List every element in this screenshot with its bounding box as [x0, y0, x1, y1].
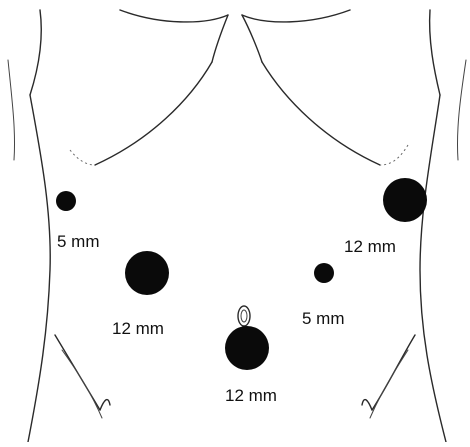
- port-left-upper-label: 5 mm: [57, 233, 100, 250]
- port-left-upper-marker: [56, 191, 76, 211]
- port-right-upper-marker: [383, 178, 427, 222]
- port-left-mid-label: 12 mm: [112, 320, 164, 337]
- port-umbilical-label: 12 mm: [225, 387, 277, 404]
- port-right-mid-marker: [314, 263, 334, 283]
- port-right-mid-label: 5 mm: [302, 310, 345, 327]
- port-right-upper-label: 12 mm: [344, 238, 396, 255]
- port-left-mid-marker: [125, 251, 169, 295]
- port-umbilical-marker: [225, 326, 269, 370]
